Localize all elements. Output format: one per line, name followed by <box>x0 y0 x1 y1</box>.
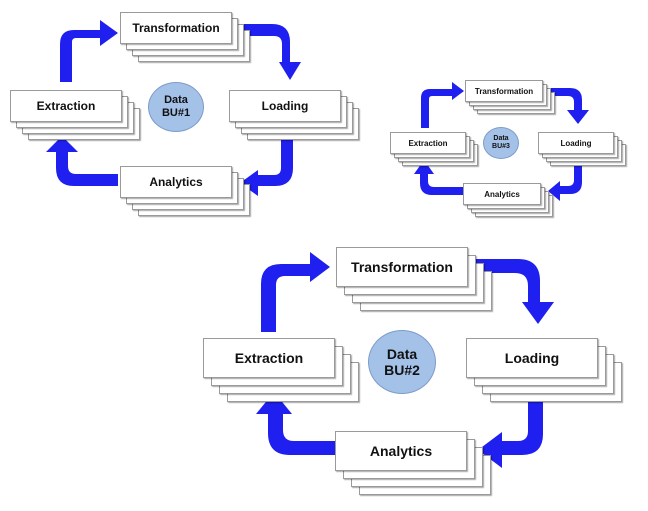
center-label-line2: BU#2 <box>384 362 420 378</box>
stage-label-loading: Loading <box>229 90 341 122</box>
stage-label-extraction: Extraction <box>203 338 335 378</box>
center-label-line1: Data <box>386 345 418 362</box>
stage-stack-extraction-bu2: Extraction <box>203 338 373 408</box>
stage-label-transformation: Transformation <box>120 12 232 44</box>
center-circle-bu3: Data BU#3 <box>483 127 519 159</box>
stage-stack-transformation-bu3: Transformation <box>465 80 565 118</box>
stage-stack-transformation-bu1: Transformation <box>120 12 260 70</box>
stage-label-analytics: Analytics <box>335 431 467 471</box>
stage-label-transformation: Transformation <box>336 247 468 287</box>
stage-stack-analytics-bu2: Analytics <box>335 431 505 501</box>
stage-label-loading: Loading <box>538 132 614 154</box>
stage-label-extraction: Extraction <box>10 90 122 122</box>
stage-stack-loading-bu2: Loading <box>466 338 636 408</box>
stage-label-extraction: Extraction <box>390 132 466 154</box>
stage-stack-analytics-bu1: Analytics <box>120 166 260 224</box>
center-label-line2: BU#1 <box>161 107 191 119</box>
stage-stack-loading-bu1: Loading <box>229 90 369 148</box>
stage-stack-analytics-bu3: Analytics <box>463 183 563 221</box>
stage-label-analytics: Analytics <box>120 166 232 198</box>
stage-label-analytics: Analytics <box>463 183 541 205</box>
arrow-extraction-to-transformation-bu1 <box>60 20 118 82</box>
stage-label-loading: Loading <box>466 338 598 378</box>
center-circle-bu1: Data BU#1 <box>148 82 204 132</box>
arrow-extraction-to-transformation-bu3 <box>421 82 464 128</box>
arrow-extraction-to-transformation-bu2 <box>261 252 330 332</box>
center-label-line2: BU#3 <box>492 143 510 150</box>
center-label-line1: Data <box>164 94 188 107</box>
stage-stack-extraction-bu3: Extraction <box>390 132 490 170</box>
stage-stack-extraction-bu1: Extraction <box>10 90 150 148</box>
stage-stack-loading-bu3: Loading <box>538 132 638 170</box>
center-circle-bu2: Data BU#2 <box>368 330 436 394</box>
center-label-line1: Data <box>493 134 509 142</box>
stage-stack-transformation-bu2: Transformation <box>336 247 506 317</box>
stage-label-transformation: Transformation <box>465 80 543 102</box>
